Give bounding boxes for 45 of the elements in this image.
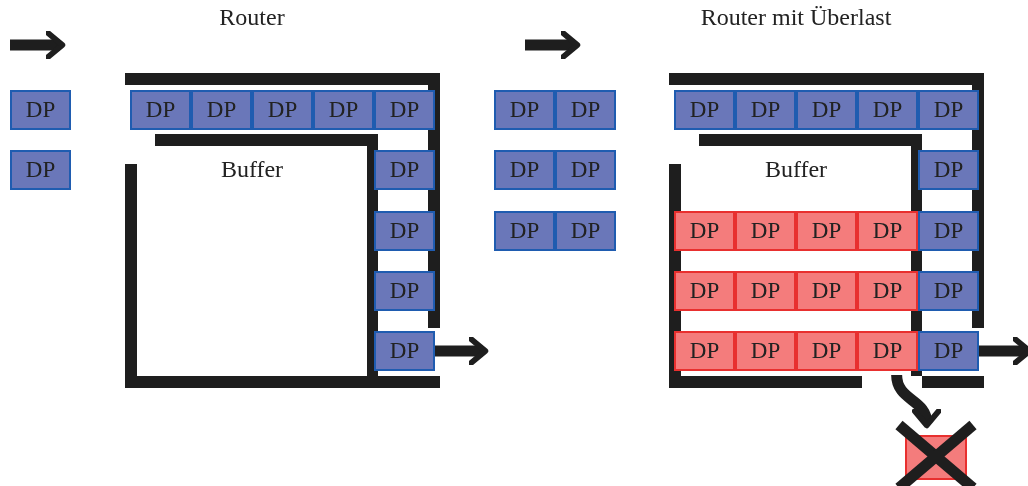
data-packet-box: DP: [374, 90, 435, 130]
data-packet-box: DP: [918, 90, 979, 130]
buffer-label: Buffer: [764, 156, 828, 183]
data-packet-box: DP: [555, 90, 616, 130]
data-packet-box: DP: [857, 271, 918, 311]
data-packet-box: DP: [674, 211, 735, 251]
arrow: [979, 336, 1028, 366]
data-packet-box: DP: [918, 211, 979, 251]
data-packet-box: DP: [555, 211, 616, 251]
data-packet-box: DP: [918, 271, 979, 311]
router-heading: Router: [219, 4, 285, 31]
data-packet-box: DP: [796, 211, 857, 251]
data-packet-box: DP: [918, 150, 979, 190]
data-packet-box: DP: [796, 331, 857, 371]
data-packet-box: DP: [674, 331, 735, 371]
data-packet-box: DP: [857, 90, 918, 130]
data-packet-box: DP: [735, 90, 796, 130]
data-packet-box: DP: [374, 271, 435, 311]
data-packet-box: DP: [374, 211, 435, 251]
data-packet-box: DP: [313, 90, 374, 130]
data-packet-box: DP: [10, 150, 71, 190]
data-packet-box: DP: [252, 90, 313, 130]
data-packet-box: DP: [735, 331, 796, 371]
data-packet-box: DP: [494, 211, 555, 251]
data-packet-box: DP: [494, 150, 555, 190]
data-packet-box: DP: [735, 271, 796, 311]
data-packet-box: DP: [735, 211, 796, 251]
data-packet-box: DP: [796, 90, 857, 130]
data-packet-box: DP: [674, 90, 735, 130]
data-packet-box: DP: [857, 331, 918, 371]
arrow: [891, 374, 941, 429]
router-heading: Router mit Überlast: [700, 4, 892, 31]
data-packet-box: DP: [796, 271, 857, 311]
data-packet-box: DP: [130, 90, 191, 130]
data-packet-box: DP: [191, 90, 252, 130]
buffer-label: Buffer: [220, 156, 284, 183]
data-packet-box: DP: [857, 211, 918, 251]
data-packet-box: DP: [674, 271, 735, 311]
data-packet-box: DP: [374, 331, 435, 371]
data-packet-box: DP: [555, 150, 616, 190]
data-packet-box: DP: [374, 150, 435, 190]
arrow: [435, 336, 489, 366]
data-packet-box: DP: [10, 90, 71, 130]
data-packet-box: DP: [918, 331, 979, 371]
data-packet-box: DP: [494, 90, 555, 130]
